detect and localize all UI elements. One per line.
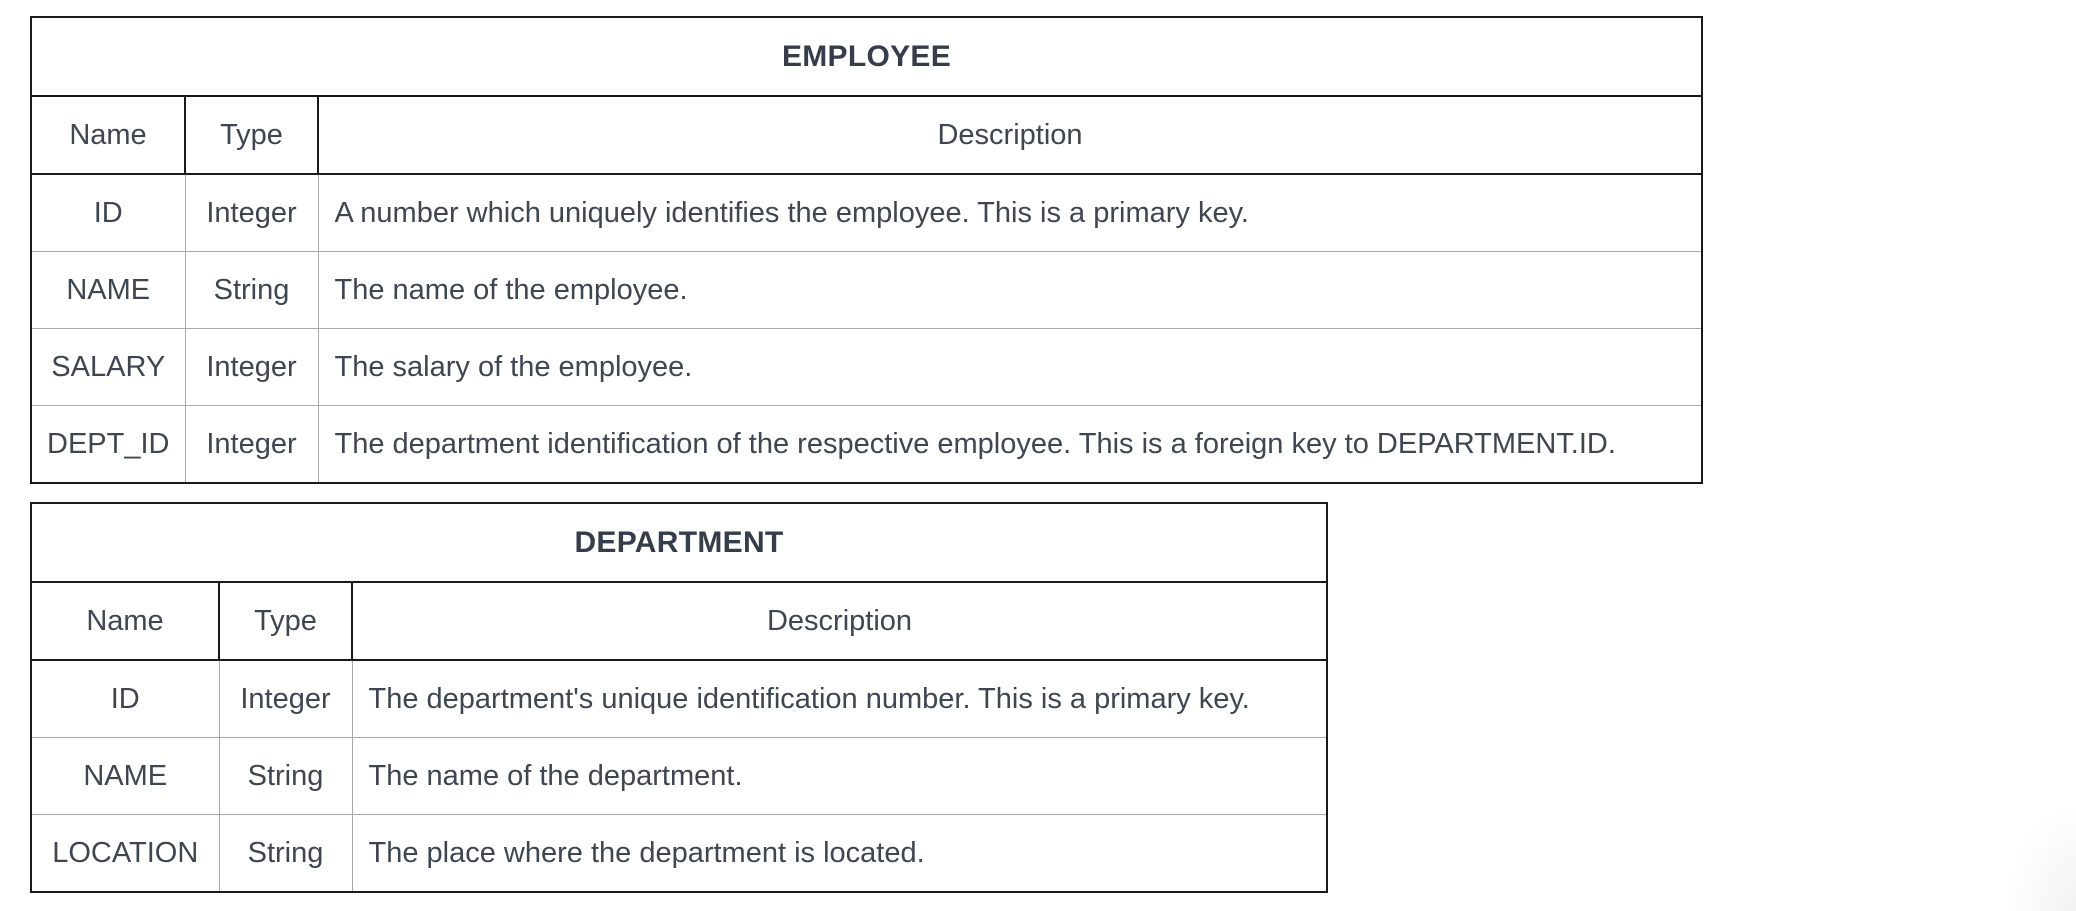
field-type-cell: Integer [185, 328, 319, 406]
field-type-cell: Integer [185, 174, 319, 252]
field-name-cell: LOCATION [31, 814, 220, 892]
column-header-name: Name [31, 582, 220, 661]
field-description-cell: The name of the employee. [318, 251, 1702, 329]
column-header-description: Description [318, 96, 1702, 175]
table-row: ID Integer A number which uniquely ident… [31, 174, 1702, 252]
field-name-cell: NAME [31, 737, 220, 815]
corner-shadow [2006, 801, 2076, 911]
field-type-cell: String [219, 814, 353, 892]
field-description-cell: The name of the department. [352, 737, 1327, 815]
table-row: DEPT_ID Integer The department identific… [31, 405, 1702, 483]
field-description-cell: The department's unique identification n… [352, 660, 1327, 738]
column-header-description: Description [352, 582, 1327, 661]
field-type-cell: String [185, 251, 319, 329]
field-name-cell: ID [31, 174, 186, 252]
field-description-cell: A number which uniquely identifies the e… [318, 174, 1702, 252]
field-type-cell: Integer [185, 405, 319, 483]
table-row: ID Integer The department's unique ident… [31, 660, 1327, 738]
column-header-name: Name [31, 96, 186, 175]
header-row: Name Type Description [31, 582, 1327, 661]
header-row: Name Type Description [31, 96, 1702, 175]
column-header-type: Type [219, 582, 353, 661]
field-name-cell: NAME [31, 251, 186, 329]
table-title: DEPARTMENT [31, 503, 1327, 583]
field-description-cell: The place where the department is locate… [368, 836, 925, 869]
field-name-cell: ID [31, 660, 220, 738]
field-type-cell: Integer [219, 660, 353, 738]
table-row: SALARY Integer The salary of the employe… [31, 328, 1702, 406]
table-title: EMPLOYEE [31, 17, 1702, 97]
field-name-cell: SALARY [31, 328, 186, 406]
table-row: NAME String The name of the department. [31, 737, 1327, 815]
field-description-cell: The department identification of the res… [334, 427, 1616, 460]
department-table: DEPARTMENT Name Type Description ID Inte… [30, 502, 1328, 893]
column-header-type: Type [185, 96, 319, 175]
field-type-cell: String [219, 737, 353, 815]
table-row: LOCATION String The place where the depa… [31, 814, 1327, 892]
employee-table: EMPLOYEE Name Type Description ID Intege… [30, 16, 1703, 484]
field-name-cell: DEPT_ID [31, 405, 186, 483]
field-description-cell: The salary of the employee. [318, 328, 1702, 406]
table-row: NAME String The name of the employee. [31, 251, 1702, 329]
